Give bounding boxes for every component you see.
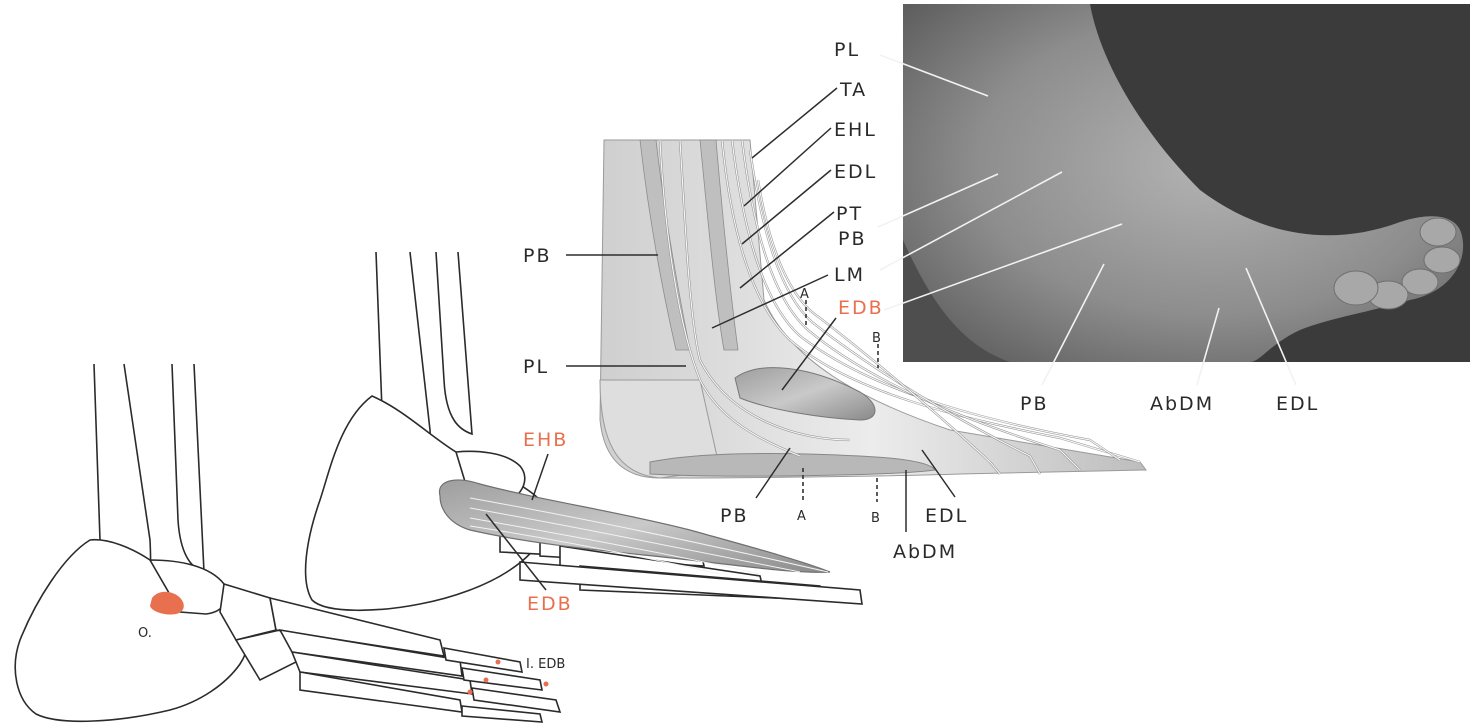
- insertion-dot: [468, 690, 473, 695]
- label-section-b-bottom: B: [871, 511, 880, 526]
- insertion-dot: [544, 682, 549, 687]
- label-origin: O.: [138, 626, 152, 641]
- label-ehb: EHB: [523, 429, 568, 451]
- label-abdm-photo: AbDM: [1150, 393, 1214, 415]
- label-lm: LM: [834, 264, 865, 286]
- label-pb-photo: PB: [1020, 393, 1049, 415]
- label-abdm-bottom: AbDM: [893, 541, 957, 563]
- label-ehl: EHL: [834, 119, 877, 141]
- label-edb-muscle: EDB: [527, 593, 573, 615]
- label-insertion: I. EDB: [526, 657, 565, 672]
- label-edl-photo: EDL: [1276, 393, 1319, 415]
- label-pb-bottom: PB: [720, 505, 749, 527]
- label-section-b-top: B: [872, 331, 881, 346]
- label-section-a-top: A: [800, 287, 809, 302]
- label-edl-bottom: EDL: [925, 505, 968, 527]
- label-edb-dissection: EDB: [838, 297, 884, 319]
- label-pl-left: PL: [523, 356, 549, 378]
- label-pb-left: PB: [523, 245, 552, 267]
- foot-photo: [878, 4, 1470, 385]
- label-ta: TA: [839, 79, 867, 101]
- label-pl-photo: PL: [834, 39, 860, 61]
- label-section-a-bottom: A: [797, 509, 806, 524]
- insertion-dot: [496, 660, 501, 665]
- insertion-dot: [484, 678, 489, 683]
- label-pt: PT: [836, 203, 863, 225]
- label-edl-top: EDL: [834, 161, 877, 183]
- label-pb-mid: PB: [838, 228, 867, 250]
